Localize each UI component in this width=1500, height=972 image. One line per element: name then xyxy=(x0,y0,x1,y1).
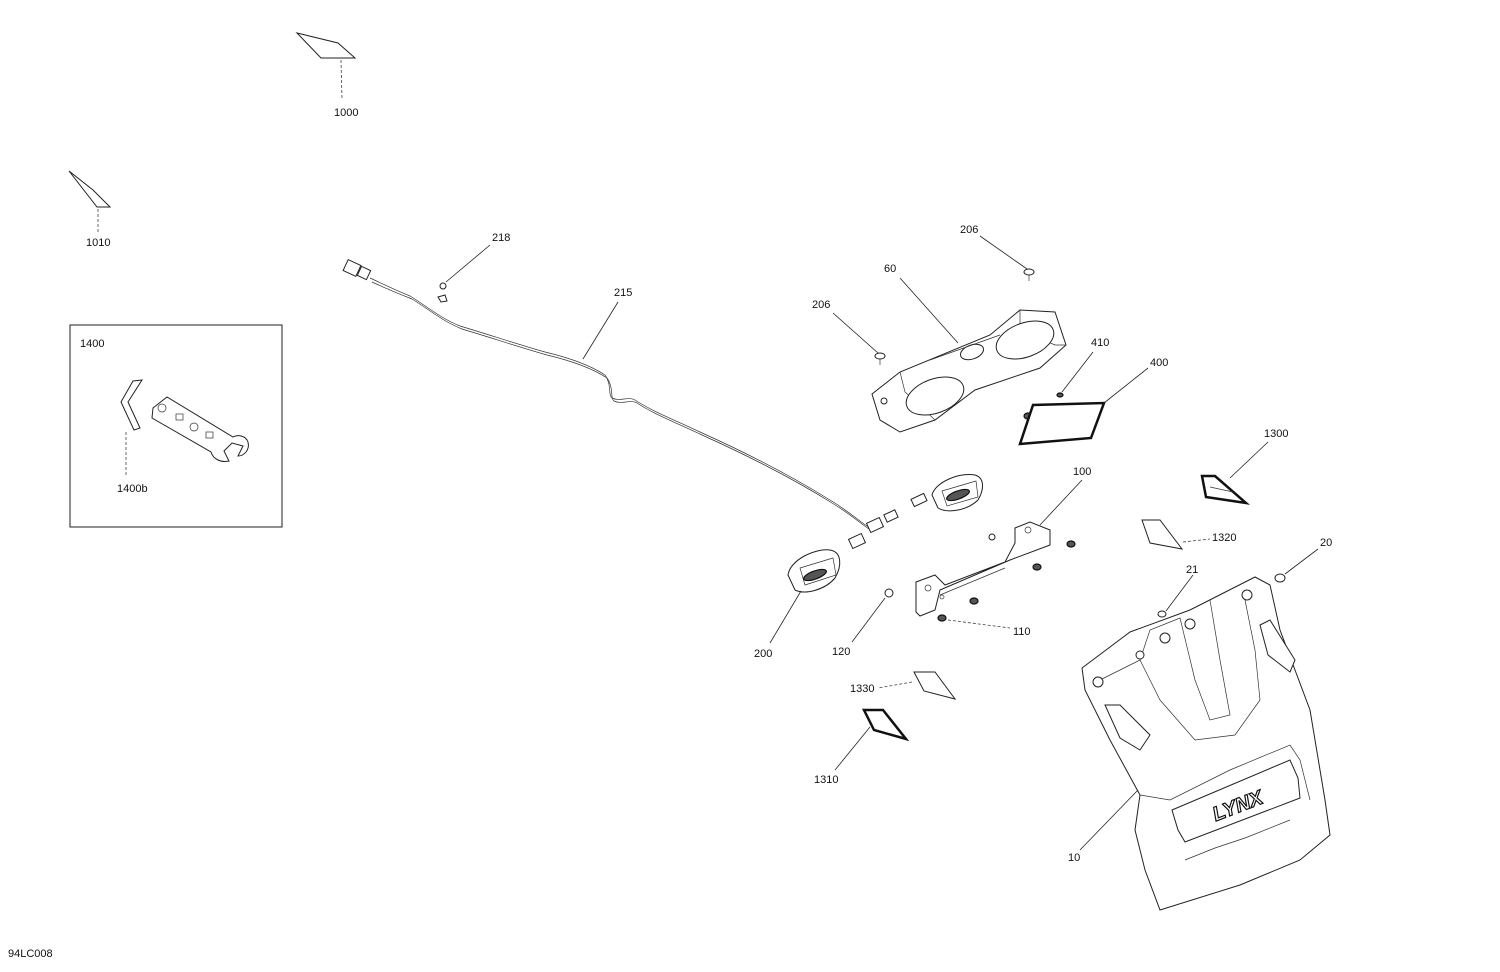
callout-120: 120 xyxy=(832,646,850,658)
flap-logo-plate xyxy=(1171,759,1301,843)
callout-410: 410 xyxy=(1091,337,1109,349)
wrench-icon xyxy=(151,396,249,462)
part-1310-reflector[interactable] xyxy=(834,708,910,771)
drawing-code: 94LC008 xyxy=(8,948,53,960)
part-206-screw-left[interactable] xyxy=(832,312,886,365)
part-20-rivet[interactable] xyxy=(1274,548,1319,583)
part-200-led-light-left[interactable] xyxy=(769,549,841,644)
callout-206-right: 206 xyxy=(960,224,978,236)
part-200-led-light-right[interactable] xyxy=(931,473,983,512)
callout-60: 60 xyxy=(884,263,896,275)
callout-206-left: 206 xyxy=(812,299,830,311)
callout-20: 20 xyxy=(1320,537,1332,549)
part-1000-decal[interactable] xyxy=(295,32,357,101)
part-1010-decal[interactable] xyxy=(68,170,112,232)
callout-1300: 1300 xyxy=(1264,428,1288,440)
callout-215: 215 xyxy=(614,287,632,299)
part-215-wiring-harness[interactable] xyxy=(342,258,928,550)
part-400-reflector[interactable] xyxy=(1018,367,1149,446)
callout-1320: 1320 xyxy=(1212,532,1236,544)
callout-1310: 1310 xyxy=(814,774,838,786)
part-120-washer[interactable] xyxy=(851,588,894,643)
flap-vent-left xyxy=(1104,704,1151,751)
tool-kit-box[interactable] xyxy=(69,324,283,528)
callout-1000: 1000 xyxy=(334,107,358,119)
part-60-tail-light-housing[interactable] xyxy=(871,277,1067,433)
callout-1010: 1010 xyxy=(86,237,110,249)
part-206-screw-right[interactable] xyxy=(979,235,1035,281)
callout-10: 10 xyxy=(1068,852,1080,864)
part-10-snow-flap[interactable]: LYNX xyxy=(1079,576,1331,911)
allen-key-icon xyxy=(120,379,143,431)
part-1320-decal[interactable] xyxy=(1141,519,1211,550)
part-1330-decal[interactable] xyxy=(877,671,957,700)
callout-400: 400 xyxy=(1150,357,1168,369)
flap-vent-right xyxy=(1259,619,1296,673)
part-21-washer[interactable] xyxy=(1157,574,1194,618)
part-100-bracket[interactable] xyxy=(915,479,1083,617)
part-110-nuts[interactable] xyxy=(937,533,1076,629)
callout-110: 110 xyxy=(1013,626,1031,638)
callout-21: 21 xyxy=(1186,564,1198,576)
part-218-clip[interactable] xyxy=(437,244,491,303)
callout-218: 218 xyxy=(492,232,510,244)
callout-1330: 1330 xyxy=(850,683,874,695)
part-1300-decal[interactable] xyxy=(1200,441,1269,505)
callout-1400b: 1400b xyxy=(117,483,148,495)
callout-1400: 1400 xyxy=(80,338,104,350)
callout-200: 200 xyxy=(754,648,772,660)
callout-100: 100 xyxy=(1073,466,1091,478)
